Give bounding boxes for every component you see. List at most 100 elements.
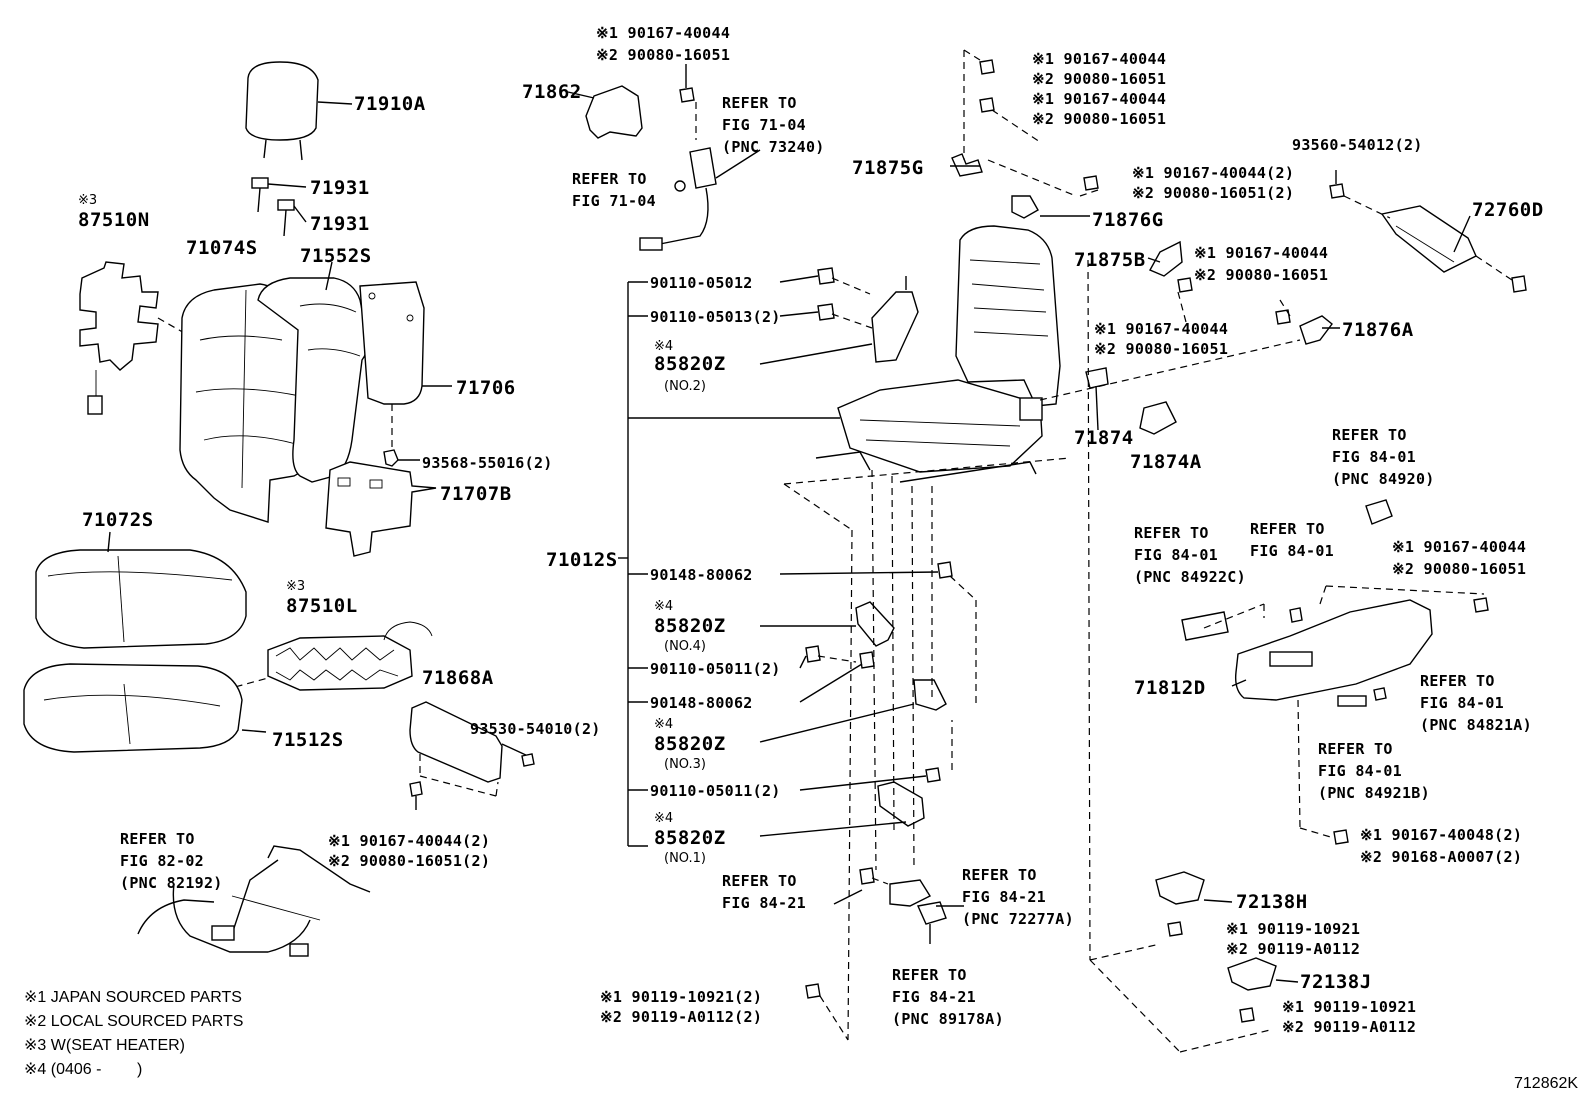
- legend-item-2: ※2 LOCAL SOURCED PARTS: [24, 1013, 243, 1030]
- rail-cover-72760D-drawing: [1329, 183, 1527, 293]
- label-93530: 93530-54010(2): [470, 720, 601, 738]
- seat-frame-drawing: [815, 225, 1061, 483]
- bracket-72138J-drawing: [1227, 957, 1277, 1023]
- label-c3: 85820Z: [654, 353, 726, 375]
- label-c4: 90148-80062: [650, 566, 753, 584]
- ref-84821A: REFER TO FIG 84-01 (PNC 84821A): [1420, 672, 1532, 734]
- assembly-dashes: [695, 49, 1485, 1053]
- label-71868A: 71868A: [422, 667, 494, 689]
- label-fastener-left-1: ※1 90167-40044(2): [328, 832, 490, 850]
- label-c6: 90110-05011(2): [650, 660, 781, 678]
- svg-text:(PNC 84922C): (PNC 84922C): [1134, 568, 1246, 586]
- svg-text:(PNC 82192): (PNC 82192): [120, 874, 223, 892]
- label-87510L: 87510L: [286, 595, 358, 617]
- bolt-lower-left-drawing: [409, 781, 423, 810]
- legend-item-1: ※1 JAPAN SOURCED PARTS: [24, 989, 242, 1006]
- label-c7: 90148-80062: [650, 694, 753, 712]
- label-c5: 85820Z: [654, 615, 726, 637]
- svg-text:REFER TO: REFER TO: [572, 170, 647, 188]
- svg-text:REFER TO: REFER TO: [722, 872, 797, 890]
- svg-text:FIG 84-21: FIG 84-21: [722, 894, 806, 912]
- label-tR1: ※1 90167-40044: [1032, 50, 1166, 68]
- svg-text:REFER TO: REFER TO: [892, 966, 967, 984]
- svg-text:(PNC 84920): (PNC 84920): [1332, 470, 1435, 488]
- svg-text:REFER TO: REFER TO: [120, 830, 195, 848]
- wire-harness-drawing: [137, 845, 371, 957]
- svg-text:REFER TO: REFER TO: [1134, 524, 1209, 542]
- headrest-drawing: [245, 61, 353, 161]
- label-71875G: 71875G: [852, 157, 924, 179]
- label-87510N: 87510N: [78, 209, 150, 231]
- heater-mat-cushion-drawing: [223, 621, 433, 691]
- svg-text:(PNC 89178A): (PNC 89178A): [892, 1010, 1004, 1028]
- label-fastener-bottom-1: ※1 90119-10921(2): [600, 988, 762, 1006]
- label-c9: 90110-05011(2): [650, 782, 781, 800]
- legend: ※1 JAPAN SOURCED PARTS ※2 LOCAL SOURCED …: [24, 989, 243, 1078]
- label-tR2: ※2 90080-16051: [1032, 70, 1166, 88]
- legend-item-3: ※3 W(SEAT HEATER): [24, 1037, 185, 1054]
- svg-text:FIG 82-02: FIG 82-02: [120, 852, 204, 870]
- switch-84920-drawing: [1365, 499, 1393, 525]
- label-71874: 71874: [1074, 427, 1134, 449]
- svg-text:FIG 84-01: FIG 84-01: [1332, 448, 1416, 466]
- label-tR3: ※1 90167-40044: [1032, 90, 1166, 108]
- label-71812D: 71812D: [1134, 677, 1206, 699]
- part-labels: 71910A 71931 71931 ※3 87510N 71074S 7155…: [78, 24, 1544, 1036]
- svg-text:FIG 84-01: FIG 84-01: [1250, 542, 1334, 560]
- brackets-lower-center-drawing: [889, 879, 947, 944]
- bracket-72138H-drawing: [1155, 871, 1205, 937]
- sub-c10: (NO.1): [664, 851, 706, 866]
- label-71707B: 71707B: [440, 483, 512, 505]
- note-87510N: ※3: [78, 193, 97, 208]
- cushion-cover-drawing: [35, 531, 247, 649]
- svg-text:FIG 84-21: FIG 84-21: [892, 988, 976, 1006]
- hinge-cover-drawing: [951, 153, 1333, 435]
- label-72760D: 72760D: [1472, 199, 1544, 221]
- label-71876G: 71876G: [1092, 209, 1164, 231]
- svg-text:(PNC 84921B): (PNC 84921B): [1318, 784, 1430, 802]
- diagram-id: 712862K: [1514, 1075, 1578, 1092]
- svg-text:FIG 71-04: FIG 71-04: [572, 192, 656, 210]
- label-71072S: 71072S: [82, 509, 154, 531]
- heater-mat-back-drawing: [79, 261, 187, 415]
- ref-72277A: REFER TO FIG 84-21 (PNC 72277A): [962, 866, 1074, 928]
- ref-84921B: REFER TO FIG 84-01 (PNC 84921B): [1318, 740, 1430, 802]
- label-fastener-top-2: ※2 90080-16051: [596, 46, 730, 64]
- svg-text:REFER TO: REFER TO: [962, 866, 1037, 884]
- label-mR2: ※2 90080-16051(2): [1132, 184, 1294, 202]
- ref-84922C: REFER TO FIG 84-01 (PNC 84922C): [1134, 524, 1246, 586]
- svg-text:FIG 84-21: FIG 84-21: [962, 888, 1046, 906]
- svg-text:FIG 84-01: FIG 84-01: [1318, 762, 1402, 780]
- note-87510L: ※3: [286, 579, 305, 594]
- label-sR1: ※1 90167-40044: [1392, 538, 1526, 556]
- note-c10: ※4: [654, 811, 673, 826]
- label-sR2: ※2 90080-16051: [1392, 560, 1526, 578]
- leader-lines: [618, 165, 1471, 983]
- svg-text:FIG 84-01: FIG 84-01: [1134, 546, 1218, 564]
- label-71910A: 71910A: [354, 93, 426, 115]
- ref-89178A: REFER TO FIG 84-21 (PNC 89178A): [892, 966, 1004, 1028]
- label-fastener-bottom-2: ※2 90119-A0112(2): [600, 1008, 762, 1026]
- label-bR1: ※1 90167-40044: [1194, 244, 1328, 262]
- ref-84-01: REFER TO FIG 84-01: [1250, 520, 1334, 560]
- headrest-guide-drawing: [251, 177, 307, 237]
- label-71875B: 71875B: [1074, 249, 1146, 271]
- label-71931-lower: 71931: [310, 213, 370, 235]
- label-hR1: ※1 90119-10921: [1226, 920, 1360, 938]
- svg-text:FIG 84-01: FIG 84-01: [1420, 694, 1504, 712]
- seatback-lower-board-drawing: [325, 461, 437, 557]
- label-72138H: 72138H: [1236, 891, 1308, 913]
- ref-73240: REFER TO FIG 71-04 (PNC 73240): [722, 94, 824, 156]
- sub-c8: (NO.3): [664, 757, 706, 772]
- label-93568: 93568-55016(2): [422, 454, 553, 472]
- label-lR2: ※2 90080-16051: [1094, 340, 1228, 358]
- label-jR1: ※1 90119-10921: [1282, 998, 1416, 1016]
- sub-c5: (NO.4): [664, 639, 706, 654]
- label-hR2: ※2 90119-A0112: [1226, 940, 1360, 958]
- label-71931-upper: 71931: [310, 177, 370, 199]
- cushion-pad-drawing: [23, 663, 267, 753]
- note-c8: ※4: [654, 717, 673, 732]
- label-bR2: ※2 90080-16051: [1194, 266, 1328, 284]
- label-71876A: 71876A: [1342, 319, 1414, 341]
